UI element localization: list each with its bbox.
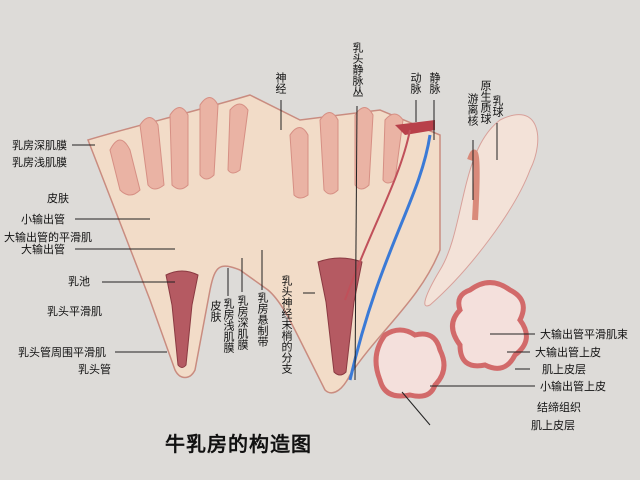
- label-small-duct-epithelium: 小输出管上皮: [540, 380, 606, 393]
- leader-lines: [72, 100, 535, 426]
- label-teat-canal-muscle: 乳头管周围平滑肌: [18, 346, 106, 359]
- right-teat-cistern: [317, 257, 363, 376]
- label-milk-ball: 乳球: [491, 95, 504, 117]
- large-duct-section: [450, 280, 529, 371]
- label-venous-plexus: 乳头静脉丛: [351, 42, 364, 97]
- label-bottom-deep-fascia: 乳房深肌膜: [236, 295, 249, 350]
- label-deep-fascia: 乳房深肌膜: [12, 139, 67, 152]
- label-vein: 静脉: [428, 72, 441, 94]
- label-cistern: 乳池: [68, 275, 90, 288]
- label-artery: 动脉: [409, 72, 422, 94]
- label-connective-tissue: 结缔组织: [537, 401, 581, 414]
- alveolus-lumen: [467, 149, 480, 221]
- artery: [395, 120, 435, 135]
- label-nerve: 神经: [274, 72, 287, 94]
- vein: [348, 134, 432, 381]
- diagram-title: 牛乳房的构造图: [165, 432, 312, 456]
- label-large-duct: 大输出管: [21, 243, 65, 256]
- alveolus-detail: [424, 114, 539, 307]
- label-skin: 皮肤: [47, 192, 69, 205]
- label-teat-canal: 乳头管: [78, 363, 111, 376]
- label-myoepithelium: 肌上皮层: [542, 363, 586, 376]
- label-superficial-fascia: 乳房浅肌膜: [12, 156, 67, 169]
- label-duct-muscle-bundle: 大输出管平滑肌束: [540, 328, 628, 341]
- artery-branch: [344, 129, 411, 301]
- label-small-duct: 小输出管: [21, 213, 65, 226]
- left-teat-cistern: [165, 270, 199, 368]
- label-large-duct-epithelium: 大输出管上皮: [535, 346, 601, 359]
- small-duct-section: [373, 327, 447, 399]
- label-myoepithelium-2: 肌上皮层: [531, 419, 575, 432]
- gland-lobules: [109, 97, 404, 199]
- label-teat-muscle: 乳头平滑肌: [47, 305, 102, 318]
- label-suspensory-ligament: 乳房悬制带: [256, 292, 269, 347]
- label-protoplasm-ball: 原生质球: [479, 80, 492, 124]
- label-free-nucleus: 游离核: [466, 93, 479, 126]
- label-bottom-superficial-fascia: 乳房浅肌膜: [222, 298, 235, 353]
- label-bottom-skin: 皮肤: [209, 300, 222, 322]
- label-large-duct-muscle: 大输出管的平滑肌: [4, 231, 92, 244]
- label-teat-nerve-branch: 乳头神经末梢的分支: [280, 275, 293, 374]
